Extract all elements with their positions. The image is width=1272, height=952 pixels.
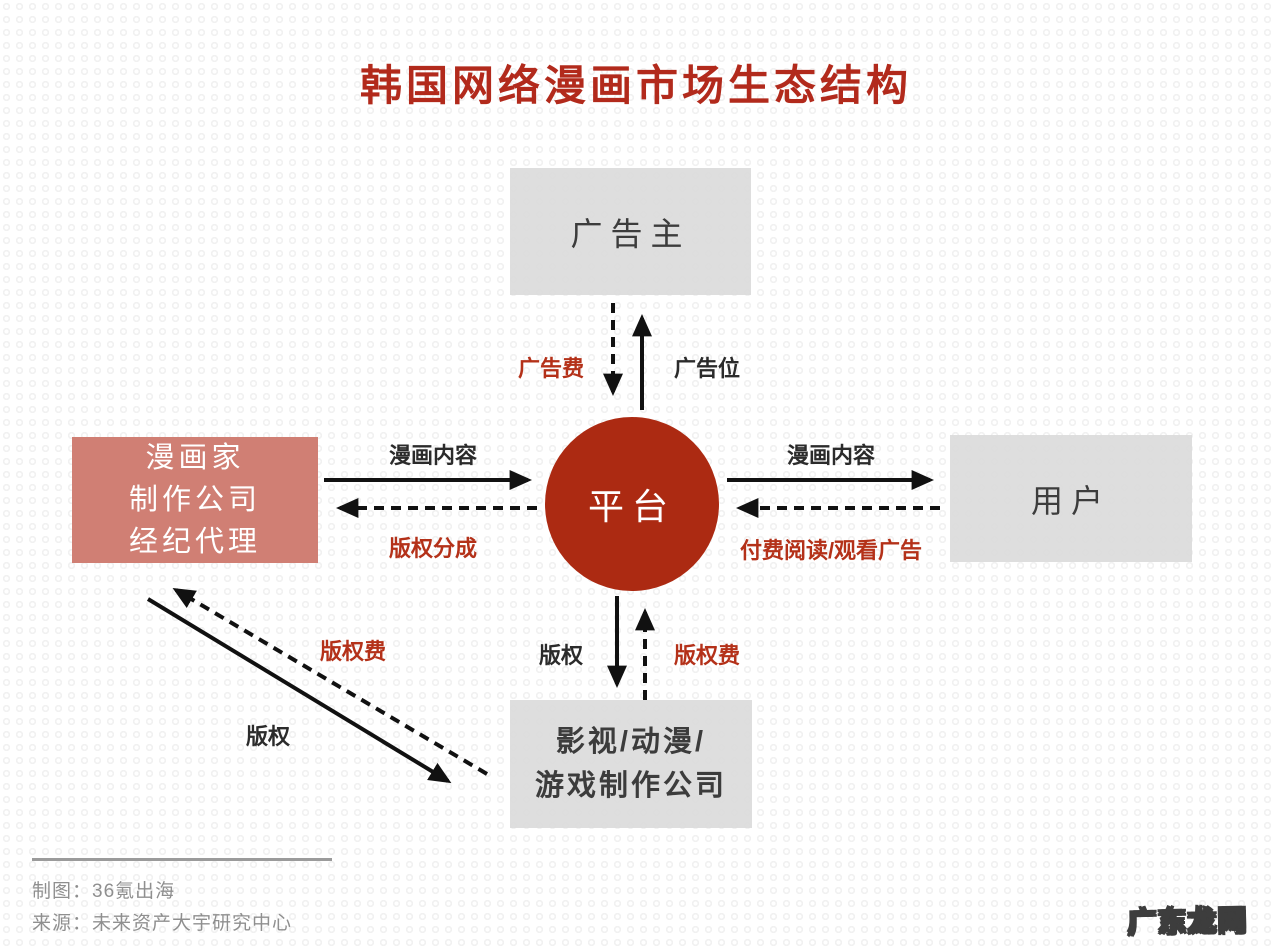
label-comic-content-right: 漫画内容 xyxy=(786,443,876,468)
label-copyright-fee-diagonal: 版权费 xyxy=(320,639,387,664)
footer-source: 来源：未来资产大宇研究中心 xyxy=(32,913,293,934)
label-copyright-diagonal: 版权 xyxy=(246,724,291,749)
label-copyright-fee-center: 版权费 xyxy=(674,643,741,668)
label-paid-reading: 付费阅读/观看广告 xyxy=(739,538,923,563)
node-users: 用户 xyxy=(950,435,1192,562)
node-users-label: 用户 xyxy=(1030,482,1111,519)
node-creators-line1: 漫画家 xyxy=(145,442,245,474)
arrow-copyright-fee-diagonal-dashed xyxy=(172,587,489,776)
node-platform-label: 平台 xyxy=(587,486,676,527)
label-copyright-center: 版权 xyxy=(539,643,584,668)
page-title: 韩国网络漫画市场生态结构 xyxy=(359,62,912,109)
label-ad-fee: 广告费 xyxy=(518,356,585,381)
node-creators-line2: 制作公司 xyxy=(128,484,261,516)
label-ad-slot: 广告位 xyxy=(674,356,741,381)
footer-divider xyxy=(32,858,332,861)
watermark-logo: 广东龙网 xyxy=(1127,904,1250,939)
label-comic-content-left: 漫画内容 xyxy=(388,443,478,468)
label-royalty-share: 版权分成 xyxy=(388,536,478,561)
node-producers-line2: 游戏制作公司 xyxy=(534,770,727,802)
node-creators-line3: 经纪代理 xyxy=(128,526,261,558)
footer-credit: 制图：36氪出海 xyxy=(32,881,176,902)
node-creators: 漫画家 制作公司 经纪代理 xyxy=(72,437,318,563)
node-advertiser-label: 广告主 xyxy=(570,215,691,252)
node-advertiser: 广告主 xyxy=(510,168,751,295)
node-producers: 影视/动漫/ 游戏制作公司 xyxy=(510,700,752,828)
arrow-copyright-diagonal-solid xyxy=(146,597,452,784)
node-platform: 平台 xyxy=(545,417,719,591)
node-producers-line1: 影视/动漫/ xyxy=(555,726,707,758)
